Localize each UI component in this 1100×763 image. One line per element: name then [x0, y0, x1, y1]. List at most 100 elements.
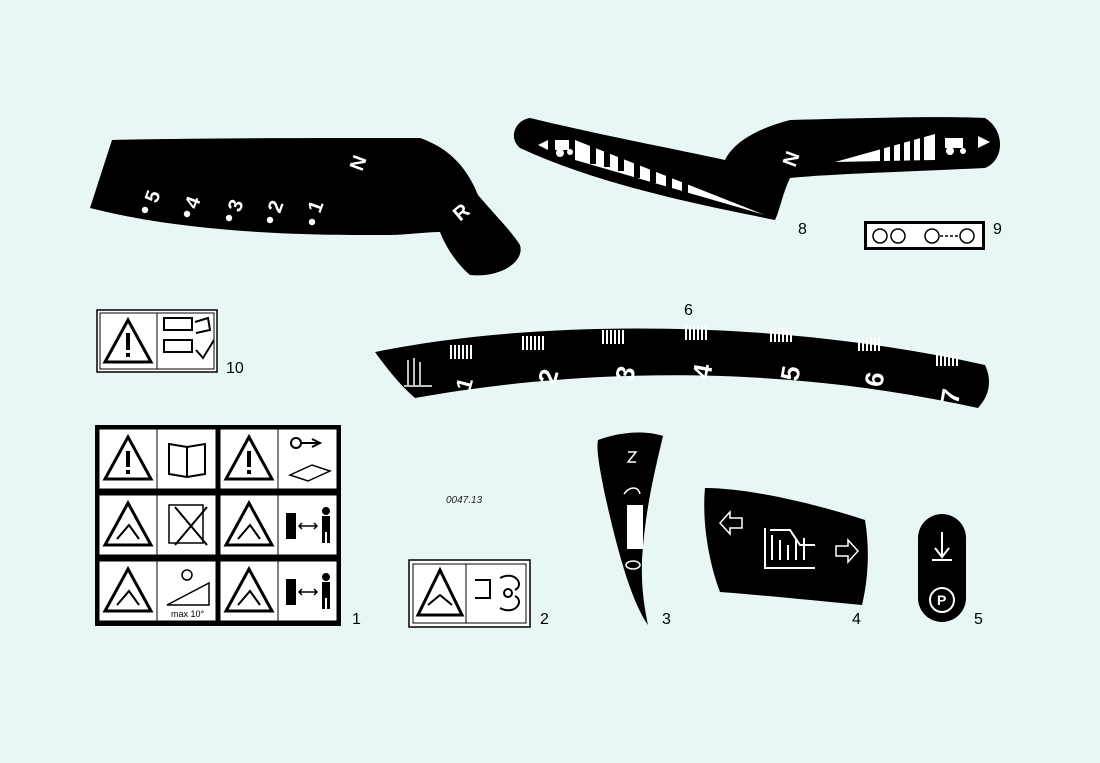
arrow-down-icon — [934, 532, 950, 559]
gear-dot — [141, 206, 149, 214]
item-number-2: 2 — [540, 611, 549, 628]
scale-tick — [952, 352, 954, 366]
warning-triangle-icon — [102, 499, 154, 547]
item-number-5: 5 — [974, 611, 983, 628]
item-number-1: 1 — [352, 611, 361, 628]
parking-brake-decal: P — [918, 514, 966, 622]
scale-tick — [462, 345, 464, 359]
gear-dot — [308, 218, 316, 226]
scale-tick — [454, 345, 456, 359]
item-number-9: 9 — [993, 221, 1002, 238]
scale-tick-groups — [450, 326, 958, 366]
neutral-label: N — [779, 149, 805, 170]
scale-tick — [618, 330, 620, 344]
throttle-window — [627, 505, 643, 549]
scale-tick — [956, 352, 958, 366]
scale-tick — [940, 352, 942, 366]
item-number-6: 6 — [684, 302, 693, 319]
scale-tick — [948, 352, 950, 366]
scale-tick — [530, 336, 532, 350]
scale-tick — [774, 328, 776, 342]
item-number-7: 7 — [352, 221, 361, 238]
neutral-label: N — [346, 153, 372, 174]
scale-tick — [870, 337, 872, 351]
bystander-distance-icon — [286, 579, 296, 605]
indicator-strip-decal — [864, 221, 985, 250]
height-number: 7 — [934, 387, 966, 406]
hare-icon — [623, 487, 641, 495]
scale-tick — [470, 345, 472, 359]
warning-decal-2 — [408, 559, 531, 628]
scale-tick — [866, 337, 868, 351]
tractor-slow-icon — [538, 140, 573, 157]
item-number-3: 3 — [662, 611, 671, 628]
scale-tick — [858, 337, 860, 351]
rotating-blade-icon — [475, 574, 520, 612]
parking-icon — [929, 587, 955, 613]
speed-selector-decal: N — [513, 117, 1000, 220]
scale-tick — [522, 336, 524, 350]
arrow-right-icon — [835, 538, 860, 564]
scale-tick — [878, 337, 880, 351]
scale-tick — [689, 326, 691, 340]
turtle-icon — [625, 560, 641, 570]
height-number: 5 — [774, 364, 806, 383]
item-number-10: 10 — [226, 360, 244, 377]
cutting-hazard-icon — [168, 504, 204, 544]
choke-icon — [626, 451, 638, 463]
scale-tick — [450, 345, 452, 359]
hand-lever-icon — [163, 316, 215, 360]
parking-letter: P — [937, 592, 946, 608]
scale-tick — [614, 330, 616, 344]
scale-tick — [705, 326, 707, 340]
item-number-4: 4 — [852, 611, 861, 628]
warning-triangle-icon — [102, 565, 154, 613]
grass-height-icon — [404, 358, 432, 387]
scale-tick — [466, 345, 468, 359]
scale-tick — [701, 326, 703, 340]
item-number-8: 8 — [798, 221, 807, 238]
scale-tick — [542, 336, 544, 350]
safety-panels: max 10° — [98, 428, 338, 622]
tractor-fast-icon — [945, 136, 990, 155]
scale-tick — [786, 328, 788, 342]
warning-triangle-icon — [223, 499, 275, 547]
scale-tick — [790, 328, 792, 342]
scale-tick — [782, 328, 784, 342]
cutting-height-scale-decal: 1 2 3 4 5 6 7 — [375, 326, 990, 408]
scale-tick — [944, 352, 946, 366]
scale-tick — [526, 336, 528, 350]
scale-tick — [538, 336, 540, 350]
cutting-deck-lift-decal — [704, 488, 868, 605]
scale-tick — [693, 326, 695, 340]
scale-tick — [862, 337, 864, 351]
height-number: 6 — [858, 370, 890, 389]
warning-triangle-icon — [223, 565, 275, 613]
scale-tick — [602, 330, 604, 344]
gear-dot — [183, 210, 191, 218]
scale-tick — [936, 352, 938, 366]
drawing-reference: 0047.13 — [446, 495, 483, 506]
scale-tick — [770, 328, 772, 342]
scale-tick — [685, 326, 687, 340]
scale-tick — [606, 330, 608, 344]
scale-tick — [697, 326, 699, 340]
bystander-distance-icon — [286, 513, 296, 539]
slope-limit-text: max 10° — [171, 609, 205, 619]
slope-icon — [166, 581, 210, 606]
gear-dot — [225, 214, 233, 222]
height-number: 4 — [686, 361, 718, 381]
scale-tick — [534, 336, 536, 350]
scale-tick — [874, 337, 876, 351]
scale-tick — [622, 330, 624, 344]
safety-decal-1: max 10° — [95, 425, 341, 626]
arrow-left-icon — [718, 510, 743, 536]
deck-lift-icon — [764, 528, 815, 569]
warning-decal-10 — [96, 309, 218, 373]
scale-tick — [610, 330, 612, 344]
throttle-decal — [597, 432, 663, 625]
scale-tick — [778, 328, 780, 342]
scale-tick — [458, 345, 460, 359]
gear-gate-decal: N R 5 4 3 2 1 — [90, 138, 521, 276]
